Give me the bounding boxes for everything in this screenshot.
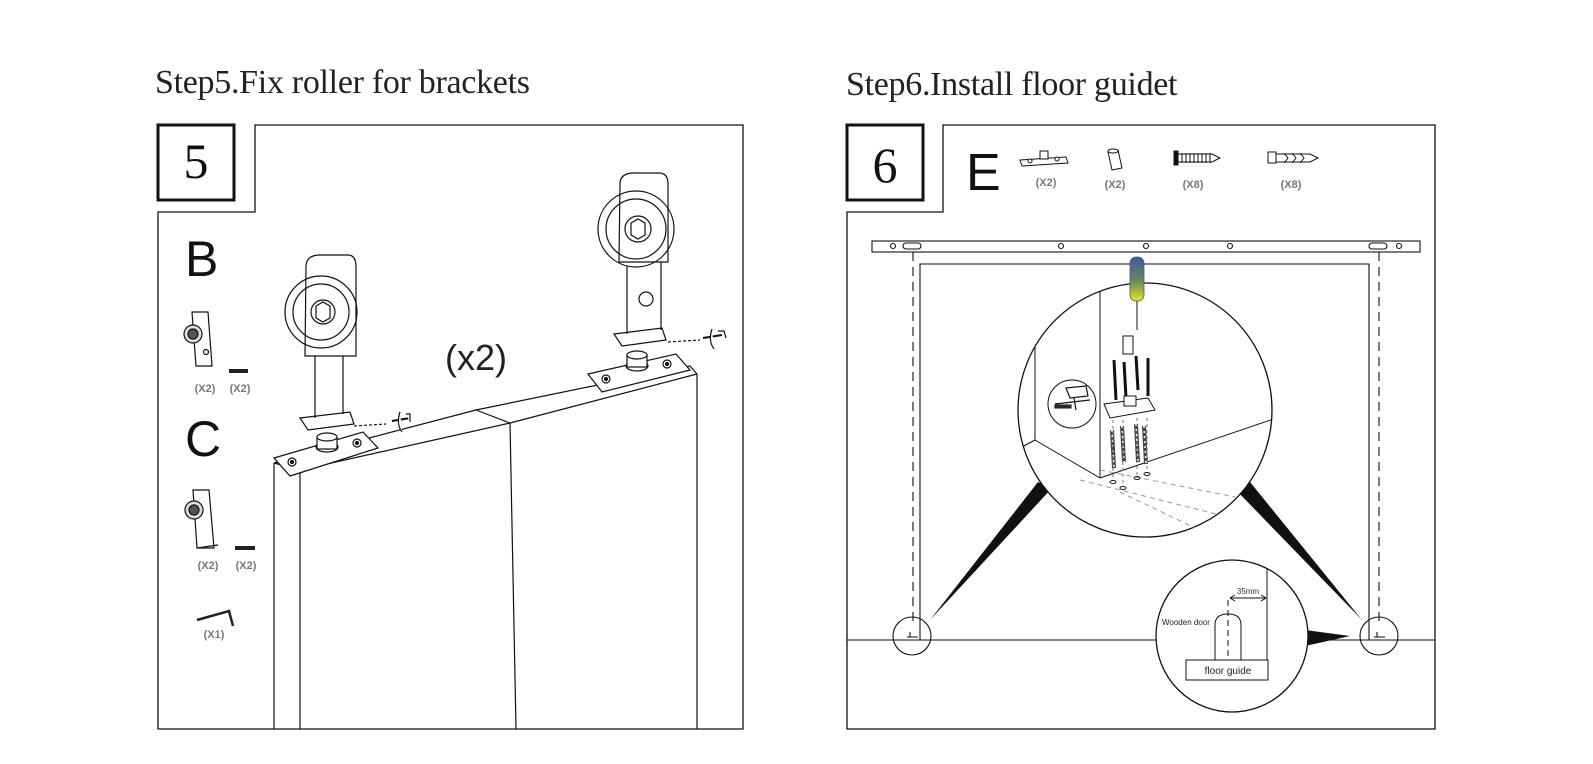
bolt-icon-c [235, 546, 255, 550]
roller-assembly-left [272, 254, 411, 477]
roller-hanger-icon-b [183, 311, 213, 367]
screw-icon [1173, 150, 1222, 166]
step6-number-box [845, 123, 925, 202]
track-rail [871, 240, 1421, 253]
step6-title: Step6.Install floor guidet [846, 66, 1178, 103]
allen-wrench-icon [196, 609, 235, 627]
floor-guide-plate-icon [1019, 150, 1069, 167]
part-b-qty-2: (X2) [230, 383, 251, 395]
barn-door-drawing [273, 365, 698, 730]
part-e-qty-1: (X2) [1036, 177, 1057, 189]
floor-guide-detail-circle [1155, 559, 1309, 713]
measure-label: 35mm [1237, 587, 1260, 596]
screwdriver-icon [1129, 256, 1145, 302]
roller-assembly-right [586, 172, 727, 393]
part-e-qty-4: (X8) [1281, 179, 1302, 191]
step5-panel [156, 123, 744, 730]
wrench-qty: (X1) [204, 629, 225, 641]
wooden-door-label: Wooden door [1162, 618, 1210, 627]
step6-number: 6 [873, 137, 898, 193]
wall-anchor-icon [1267, 151, 1320, 164]
part-e-letter: E [966, 144, 1001, 202]
part-c-qty-1: (X2) [198, 560, 219, 572]
floor-guide-label: floor guide [1205, 666, 1252, 677]
step5-number-box [156, 123, 236, 202]
callout-pointer-detail [1305, 630, 1350, 646]
floor-guide-detail-content [1185, 560, 1269, 681]
callout-pointer-right [1236, 482, 1362, 620]
step5-number: 5 [184, 133, 209, 189]
callout-pointer-left [930, 482, 1052, 620]
step5-title: Step5.Fix roller for brackets [155, 64, 530, 101]
part-c-letter: C [185, 411, 221, 467]
part-c-qty-2: (X2) [236, 560, 257, 572]
part-e-qty-2: (X2) [1105, 179, 1126, 191]
part-b-letter: B [185, 231, 218, 287]
bolt-icon-b [229, 369, 248, 373]
step6-panel [845, 123, 1436, 730]
door-outline [847, 252, 1435, 656]
part-b-qty-1: (X2) [195, 383, 216, 395]
part-e-qty-3: (X8) [1183, 179, 1204, 191]
multiplier-label: (x2) [445, 337, 507, 378]
roller-hanger-icon-c [184, 489, 219, 549]
guide-pin-icon [1107, 148, 1123, 171]
